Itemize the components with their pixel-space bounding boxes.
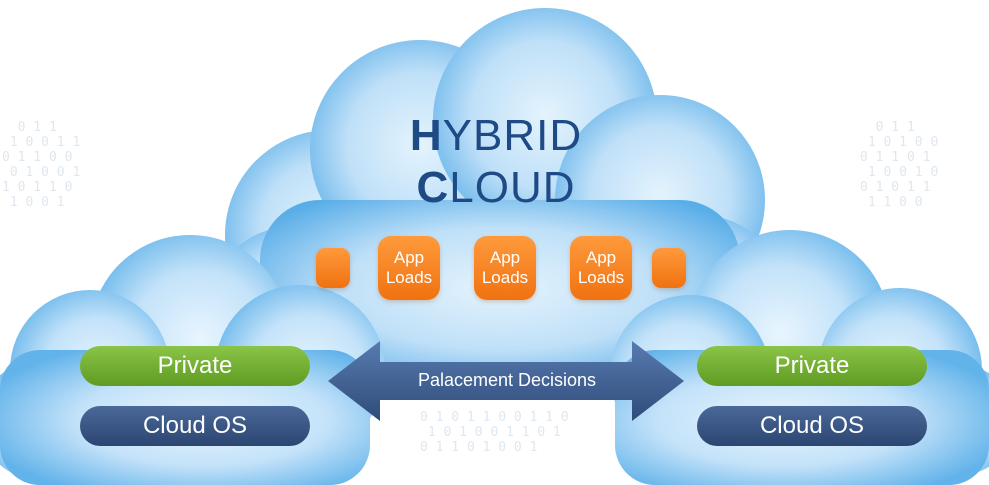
app-load-placeholder-right xyxy=(652,248,686,288)
left-cloud-os-pill: Cloud OS xyxy=(80,406,310,446)
right-private-pill: Private xyxy=(697,346,927,386)
placement-arrow xyxy=(328,341,684,421)
binary-background-right: 0 1 1 1 0 1 0 0 0 1 1 0 1 1 0 0 1 0 0 1 … xyxy=(860,120,939,210)
placement-decisions-label: Palacement Decisions xyxy=(417,370,597,390)
hybrid-cloud-title: HYBRID CLOUD xyxy=(409,111,583,212)
app-load-label: App Loads xyxy=(481,248,529,287)
app-load-placeholder-left xyxy=(316,248,350,288)
app-load-box-3: App Loads xyxy=(570,236,632,300)
app-load-label: App Loads xyxy=(385,248,433,287)
app-load-box-2: App Loads xyxy=(474,236,536,300)
app-load-label: App Loads xyxy=(577,248,625,287)
left-private-pill: Private xyxy=(80,346,310,386)
binary-background-left: 0 1 1 1 0 0 1 1 0 1 1 0 0 0 1 0 0 1 1 0 … xyxy=(2,120,81,210)
app-load-box-1: App Loads xyxy=(378,236,440,300)
right-cloud-os-pill: Cloud OS xyxy=(697,406,927,446)
binary-background-bottom: 0 1 0 1 1 0 0 1 1 0 1 0 1 0 0 1 1 0 1 0 … xyxy=(420,410,569,455)
